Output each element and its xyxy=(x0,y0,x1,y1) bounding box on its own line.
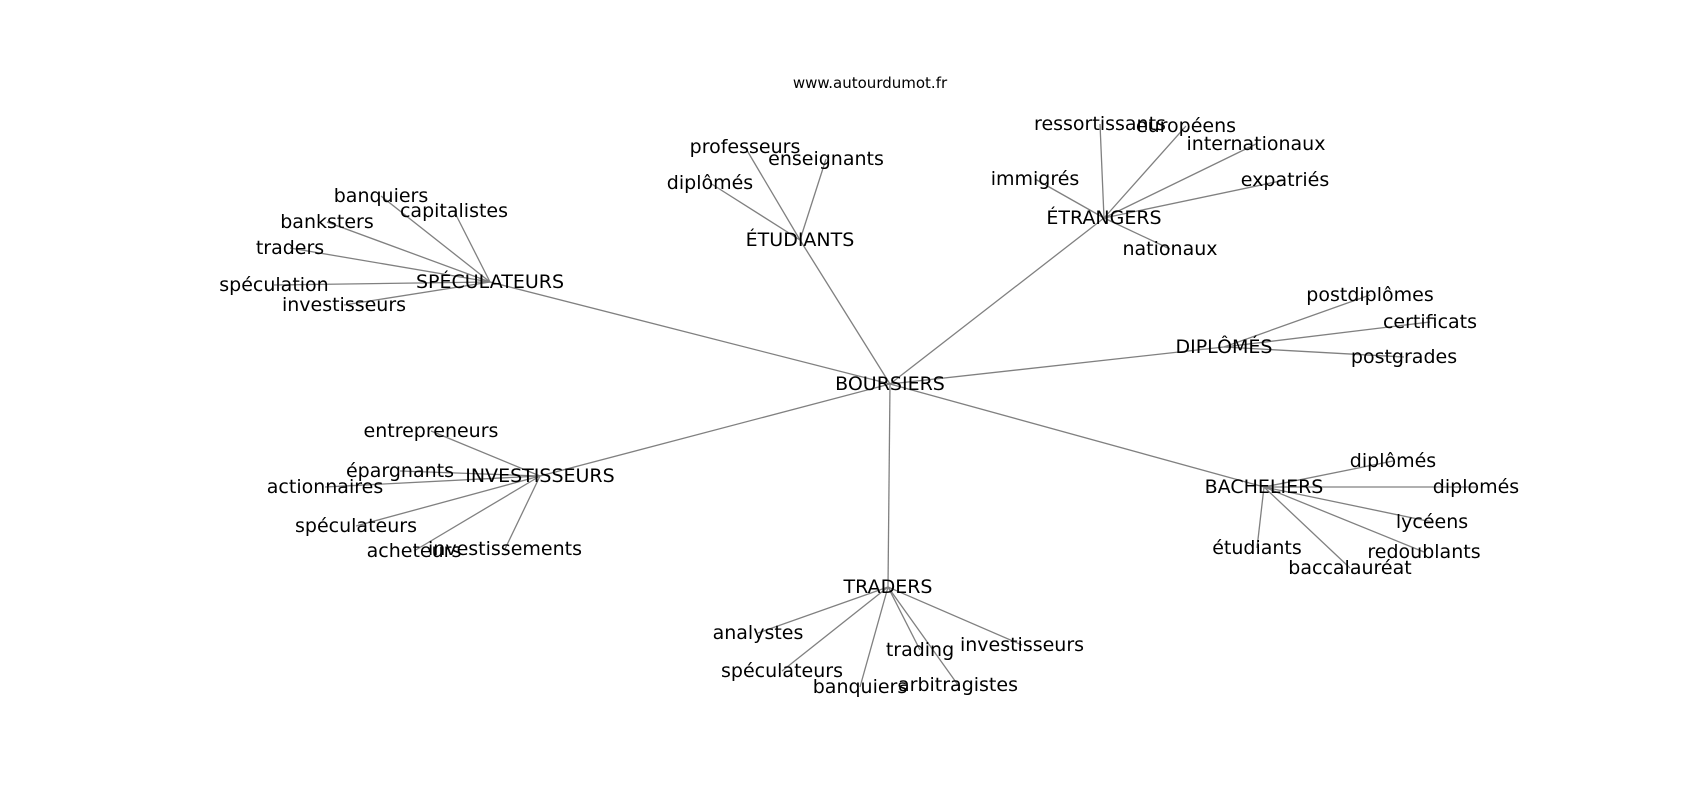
edge-etudiants-leaf-2 xyxy=(709,182,801,241)
graph-labels: www.autourdumot.fr banquierscapitalistes… xyxy=(219,74,1519,698)
leaf-node-bacheliers: lycéens xyxy=(1396,511,1468,533)
edge-etrangers-leaf-1 xyxy=(1103,125,1187,219)
leaf-node-etrangers: ressortissants xyxy=(1034,113,1166,135)
edge-investisseurs-leaf-0 xyxy=(430,430,541,477)
edge-bacheliers-leaf-5 xyxy=(1263,486,1351,569)
edge-etrangers-leaf-2 xyxy=(1103,143,1257,219)
cluster-node-traders: TRADERS xyxy=(843,576,933,598)
leaf-node-diplomes: certificats xyxy=(1383,311,1477,333)
edge-etrangers-leaf-3 xyxy=(1034,178,1105,219)
edge-investisseurs-leaf-2 xyxy=(324,475,541,488)
edge-investisseurs-leaf-5 xyxy=(504,475,541,550)
leaf-node-etudiants: enseignants xyxy=(768,148,884,170)
leaf-node-etudiants: diplômés xyxy=(667,172,753,194)
edge-investisseurs-leaf-4 xyxy=(413,475,541,552)
leaf-node-investisseurs: investissements xyxy=(428,538,582,560)
edge-traders-leaf-1 xyxy=(781,586,889,672)
leaf-node-speculateurs: banksters xyxy=(280,211,374,233)
leaf-node-etrangers: internationaux xyxy=(1187,133,1326,155)
edge-bacheliers-leaf-0 xyxy=(1263,460,1394,488)
edge-speculateurs-leaf-1 xyxy=(453,210,491,283)
edge-center-bacheliers xyxy=(889,383,1265,488)
edge-traders-leaf-4 xyxy=(887,586,1023,646)
edge-center-speculateurs xyxy=(489,281,891,385)
leaf-node-traders: spéculateurs xyxy=(721,660,843,682)
leaf-node-diplomes: postdiplômes xyxy=(1306,284,1433,306)
edge-center-etudiants xyxy=(799,239,891,385)
leaf-node-speculateurs: traders xyxy=(256,237,324,259)
leaf-node-investisseurs: entrepreneurs xyxy=(364,420,499,442)
edge-speculateurs-leaf-4 xyxy=(273,281,491,286)
leaf-node-traders: banquiers xyxy=(813,676,908,698)
edge-bacheliers-leaf-4 xyxy=(1263,486,1425,553)
edge-traders-leaf-5 xyxy=(887,586,959,686)
leaf-node-speculateurs: banquiers xyxy=(334,185,429,207)
edge-center-etrangers xyxy=(889,217,1105,385)
edge-traders-leaf-3 xyxy=(887,586,921,651)
edge-speculateurs-leaf-5 xyxy=(343,281,491,306)
leaf-node-etrangers: immigrés xyxy=(991,168,1080,190)
leaf-node-traders: analystes xyxy=(713,622,804,644)
edge-speculateurs-leaf-2 xyxy=(326,221,491,283)
leaf-node-investisseurs: spéculateurs xyxy=(295,515,417,537)
edge-bacheliers-leaf-2 xyxy=(1263,486,1433,523)
edge-center-diplomes xyxy=(889,346,1225,385)
leaf-node-traders: trading xyxy=(886,639,954,661)
leaf-node-investisseurs: épargnants xyxy=(346,460,454,482)
edge-investisseurs-leaf-1 xyxy=(399,470,541,477)
leaf-node-etrangers: nationaux xyxy=(1122,238,1217,260)
edge-etudiants-leaf-0 xyxy=(744,146,801,241)
edge-speculateurs-leaf-0 xyxy=(380,195,491,283)
edge-center-investisseurs xyxy=(539,383,891,477)
leaf-node-bacheliers: baccalauréat xyxy=(1288,557,1411,579)
edge-traders-leaf-2 xyxy=(859,586,889,688)
leaf-node-speculateurs: capitalistes xyxy=(400,200,508,222)
leaf-node-bacheliers: diplômés xyxy=(1350,450,1436,472)
cluster-node-speculateurs: SPÉCULATEURS xyxy=(416,270,564,293)
edge-diplomes-leaf-2 xyxy=(1223,346,1405,358)
edge-etudiants-leaf-1 xyxy=(799,158,827,241)
cluster-node-etudiants: ÉTUDIANTS xyxy=(746,228,855,251)
leaf-node-traders: arbitragistes xyxy=(898,674,1018,696)
leaf-node-investisseurs: acheteurs xyxy=(367,540,462,562)
edge-bacheliers-leaf-3 xyxy=(1256,486,1265,549)
leaf-node-etrangers: européens xyxy=(1136,115,1236,137)
leaf-node-speculateurs: investisseurs xyxy=(282,294,406,316)
watermark-text: www.autourdumot.fr xyxy=(793,74,948,92)
leaf-node-traders: investisseurs xyxy=(960,634,1084,656)
graph-edges xyxy=(273,123,1476,688)
edge-etrangers-leaf-0 xyxy=(1099,123,1105,219)
leaf-node-diplomes: postgrades xyxy=(1351,346,1457,368)
edge-center-traders xyxy=(887,383,891,588)
edge-etrangers-leaf-5 xyxy=(1103,217,1171,250)
edge-diplomes-leaf-1 xyxy=(1223,321,1431,348)
edge-etrangers-leaf-4 xyxy=(1103,179,1286,219)
leaf-node-investisseurs: actionnaires xyxy=(267,476,383,498)
leaf-node-speculateurs: spéculation xyxy=(219,274,328,296)
cluster-node-diplomes: DIPLÔMÉS xyxy=(1175,334,1272,358)
leaf-node-bacheliers: étudiants xyxy=(1212,537,1302,559)
leaf-node-bacheliers: redoublants xyxy=(1367,541,1480,563)
cluster-node-investisseurs: INVESTISSEURS xyxy=(465,465,614,487)
leaf-node-bacheliers: diplomés xyxy=(1433,476,1519,498)
edge-traders-leaf-0 xyxy=(757,586,889,634)
cluster-node-bacheliers: BACHELIERS xyxy=(1205,476,1324,498)
edge-investisseurs-leaf-3 xyxy=(355,475,541,527)
leaf-node-etrangers: expatriés xyxy=(1241,169,1329,191)
edge-diplomes-leaf-0 xyxy=(1223,294,1371,348)
leaf-node-etudiants: professeurs xyxy=(690,136,801,158)
center-node: BOURSIERS xyxy=(835,373,945,395)
cluster-node-etrangers: ÉTRANGERS xyxy=(1046,206,1161,229)
edge-speculateurs-leaf-3 xyxy=(289,247,491,283)
